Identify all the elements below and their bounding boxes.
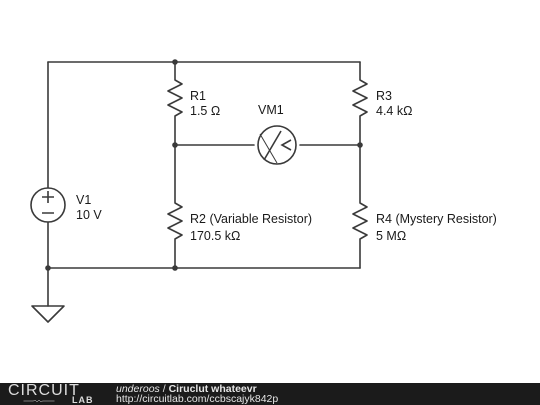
v1-value-label: 10 V xyxy=(76,208,102,222)
footer-circuit-title: Ciruclut whateevr xyxy=(168,383,257,395)
footer-author-line: underoos / Ciruclut whateevr xyxy=(116,384,257,395)
logo-resistor-icon xyxy=(23,400,55,402)
footer-author[interactable]: underoos xyxy=(116,383,160,395)
voltmeter-icon xyxy=(257,125,297,165)
r3-value-label: 4.4 kΩ xyxy=(376,104,413,118)
r4-name-label: R4 (Mystery Resistor) xyxy=(376,212,497,226)
r2-value-label: 170.5 kΩ xyxy=(190,229,241,243)
r1-value-label: 1.5 Ω xyxy=(190,104,221,118)
r1-resistor xyxy=(167,61,183,146)
r4-resistor xyxy=(352,144,368,269)
v1-name-label: V1 xyxy=(76,193,92,207)
junction-dot xyxy=(172,142,178,148)
logo-text-circuit: CIRCUIT xyxy=(8,382,80,399)
r2-resistor xyxy=(167,144,183,269)
footer-bar: CIRCUIT LAB underoos / Ciruclut whateevr… xyxy=(0,383,540,405)
logo-text-lab: LAB xyxy=(72,395,94,405)
r3-name-label: R3 xyxy=(376,89,392,103)
junction-dot xyxy=(357,142,363,148)
junction-dot xyxy=(172,265,178,271)
ground-icon xyxy=(31,305,65,323)
r1-name-label: R1 xyxy=(190,89,206,103)
footer-separator: / xyxy=(159,383,169,395)
junction-dot xyxy=(172,59,178,65)
r3-resistor xyxy=(352,61,368,146)
footer-url-link[interactable]: http://circuitlab.com/ccbscajyk842p xyxy=(116,393,279,405)
junction-dot xyxy=(45,265,51,271)
r4-value-label: 5 MΩ xyxy=(376,229,407,243)
vm1-name-label: VM1 xyxy=(258,103,284,117)
voltage-source-icon xyxy=(30,187,66,223)
r2-name-label: R2 (Variable Resistor) xyxy=(190,212,313,226)
